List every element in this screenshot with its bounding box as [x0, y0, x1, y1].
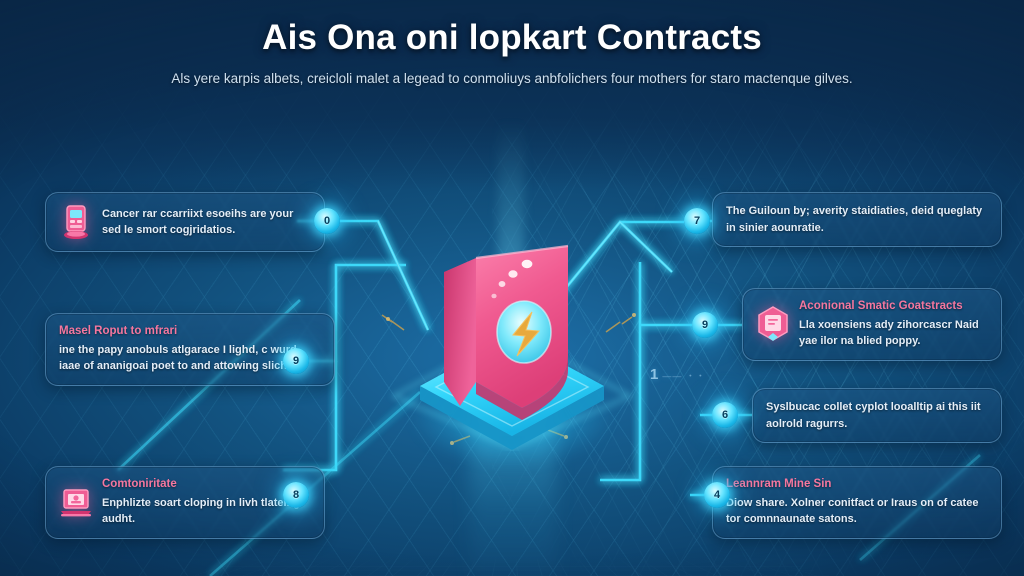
- page-subtitle: Als yere karpis albets, creicloli malet …: [171, 71, 853, 86]
- feature-card-right-3-text: Syslbucac collet cyplot looalltip ai thi…: [766, 399, 988, 432]
- feature-card-right-2[interactable]: Aconional Smatic Goatstracts Lla xoensie…: [742, 288, 1002, 361]
- feature-card-left-1[interactable]: Cancer rar ccarriixt esoeihs are your se…: [45, 192, 325, 252]
- connector-node-left-3[interactable]: 8: [283, 482, 309, 508]
- feature-card-right-4-text: Leannram Mine Sin Diow share. Xolner con…: [726, 477, 988, 528]
- connector-node-left-2[interactable]: 9: [283, 348, 309, 374]
- hexagon-contract-icon: [756, 305, 790, 343]
- center-step-marker: 1—— ・・: [650, 366, 706, 383]
- feature-card-right-1[interactable]: The Guiloun by; averity staidiaties, dei…: [712, 192, 1002, 247]
- feature-card-left-3-body: Enphlizte soart cloping in livh tlateing…: [102, 496, 304, 526]
- isometric-shield-icon: [372, 236, 652, 451]
- feature-card-right-1-body: The Guiloun by; averity staidiaties, dei…: [726, 205, 983, 234]
- feature-card-left-3[interactable]: Comtoniritate Enphlizte soart cloping in…: [45, 466, 325, 539]
- connector-node-right-1[interactable]: 7: [684, 208, 710, 234]
- feature-card-right-4-heading: Leannram Mine Sin: [726, 478, 832, 490]
- feature-card-left-2-body: ine the papy anobuls atlgarace I lighd, …: [59, 343, 297, 373]
- connector-node-left-1[interactable]: 0: [314, 208, 340, 234]
- feature-card-left-3-text: Comtoniritate Enphlizte soart cloping in…: [102, 477, 311, 528]
- center-step-number: 1: [650, 366, 659, 383]
- feature-card-right-2-text: Aconional Smatic Goatstracts Lla xoensie…: [799, 299, 988, 350]
- feature-card-left-1-text: Cancer rar ccarriixt esoeihs are your se…: [102, 206, 311, 239]
- page-title: Ais Ona oni lopkart Contracts: [262, 18, 762, 57]
- feature-card-right-3-body: Syslbucac collet cyplot looalltip ai thi…: [766, 401, 981, 430]
- feature-card-left-2-text: Masel Roput to mfrari ine the papy anobu…: [59, 324, 321, 375]
- feature-card-right-2-heading: Aconional Smatic Goatstracts: [799, 300, 963, 312]
- feature-card-left-2-heading: Masel Roput to mfrari: [59, 325, 178, 337]
- feature-card-left-3-heading: Comtoniritate: [102, 478, 177, 490]
- header: Ais Ona oni lopkart Contracts Als yere k…: [0, 18, 1024, 90]
- feature-card-right-2-body: Lla xoensiens ady zihorcascr Naid yae il…: [799, 318, 979, 348]
- connector-node-right-3[interactable]: 6: [712, 402, 738, 428]
- center-step-suffix: —— ・・: [662, 371, 706, 381]
- feature-card-right-1-text: The Guiloun by; averity staidiaties, dei…: [726, 203, 988, 236]
- connector-node-right-4[interactable]: 4: [704, 482, 730, 508]
- laptop-contract-icon: [59, 483, 93, 521]
- feature-card-right-3[interactable]: Syslbucac collet cyplot looalltip ai thi…: [752, 388, 1002, 443]
- feature-card-right-4-body: Diow share. Xolner conitfact or Iraus on…: [726, 496, 979, 526]
- connector-node-right-2[interactable]: 9: [692, 312, 718, 338]
- feature-card-right-4[interactable]: Leannram Mine Sin Diow share. Xolner con…: [712, 466, 1002, 539]
- feature-card-left-1-body: Cancer rar ccarriixt esoeihs are your se…: [102, 207, 294, 237]
- mobile-device-icon: [59, 203, 93, 241]
